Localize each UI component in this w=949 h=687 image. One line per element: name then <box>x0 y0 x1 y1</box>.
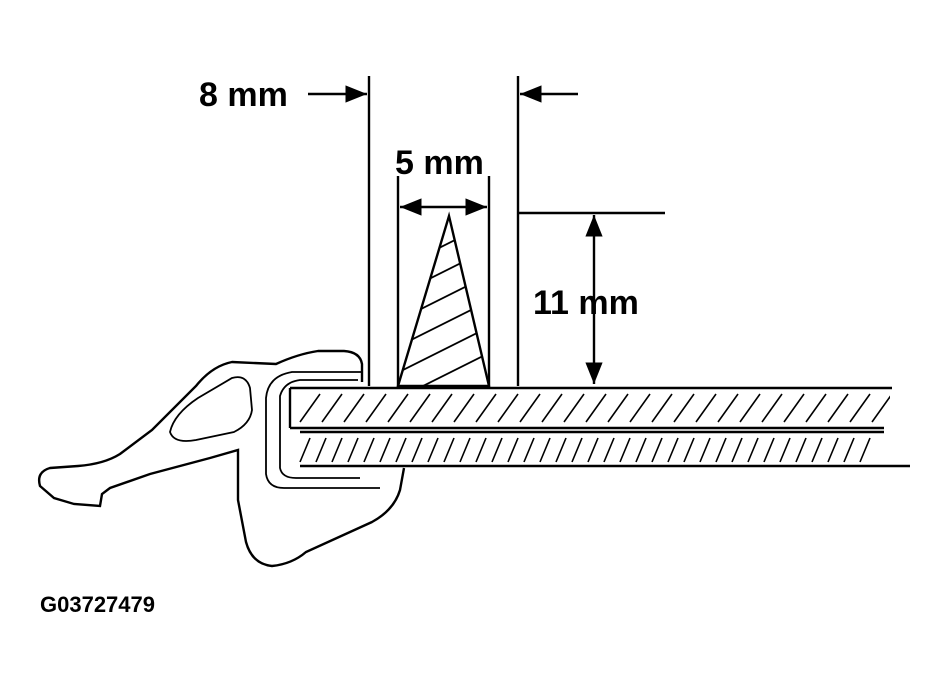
hatch-stroke <box>541 393 563 423</box>
hatch-stroke <box>795 437 807 463</box>
hatch-stroke <box>603 437 615 463</box>
hatch-stroke <box>635 437 647 463</box>
hatch-stroke <box>571 437 583 463</box>
hatch-stroke <box>699 437 711 463</box>
label-gap-width: 8 mm <box>199 76 288 114</box>
hatch-stroke <box>695 393 717 423</box>
hatch-stroke <box>491 437 503 463</box>
hatch-stroke <box>827 393 849 423</box>
hatch-stroke <box>497 393 519 423</box>
hatch-stroke <box>331 437 343 463</box>
hatch-stroke <box>731 437 743 463</box>
hatch-stroke <box>871 395 890 423</box>
hatch-stroke <box>387 393 409 423</box>
hatch-stroke <box>783 393 805 423</box>
hatch-stroke <box>427 437 439 463</box>
hatch-stroke <box>761 393 783 423</box>
hatch-stroke <box>715 437 727 463</box>
hatch-stroke <box>395 437 407 463</box>
hatch-stroke <box>321 393 343 423</box>
hatch-stroke <box>849 393 871 423</box>
hatch-stroke <box>629 393 651 423</box>
hatch-stroke <box>379 437 391 463</box>
hatch-stroke <box>315 437 327 463</box>
hatch-stroke <box>475 437 487 463</box>
dimension-lines <box>308 76 665 386</box>
hatch-stroke <box>805 393 827 423</box>
hatch-stroke <box>431 393 453 423</box>
hatch-stroke <box>779 437 791 463</box>
hatch-stroke <box>539 437 551 463</box>
glass-panel <box>288 386 910 468</box>
molding-profile <box>37 349 406 568</box>
hatch-stroke <box>651 393 673 423</box>
bead-hatch-stroke <box>398 349 489 386</box>
hatch-stroke <box>299 437 311 463</box>
hatch-stroke <box>363 437 375 463</box>
hatch-stroke <box>843 437 855 463</box>
hatch-stroke <box>607 393 629 423</box>
hatch-stroke <box>299 393 321 423</box>
panel-hatch-bottom <box>299 437 871 463</box>
hatch-stroke <box>443 437 455 463</box>
hatch-stroke <box>365 393 387 423</box>
hatch-stroke <box>673 393 695 423</box>
bead-hatch-stroke <box>398 271 489 323</box>
panel-hatch-top <box>299 393 890 423</box>
hatch-stroke <box>585 393 607 423</box>
hatch-stroke <box>619 437 631 463</box>
hatch-stroke <box>555 437 567 463</box>
hatch-stroke <box>717 393 739 423</box>
hatch-stroke <box>667 437 679 463</box>
hatch-stroke <box>651 437 663 463</box>
bead-hatch-stroke <box>398 297 489 349</box>
hatch-stroke <box>411 437 423 463</box>
hatch-stroke <box>519 393 541 423</box>
hatch-stroke <box>587 437 599 463</box>
hatch-stroke <box>343 393 365 423</box>
hatch-stroke <box>459 437 471 463</box>
hatch-stroke <box>409 393 431 423</box>
hatch-stroke <box>763 437 775 463</box>
hatch-stroke <box>523 437 535 463</box>
hatch-stroke <box>563 393 585 423</box>
bead-hatch-stroke <box>398 245 489 297</box>
hatch-stroke <box>347 437 359 463</box>
hatch-stroke <box>683 437 695 463</box>
figure-code: G03727479 <box>40 592 155 617</box>
sealant-bead <box>396 211 491 388</box>
hatch-stroke <box>475 393 497 423</box>
label-bead-height: 11 mm <box>533 284 639 322</box>
hatch-stroke <box>747 437 759 463</box>
hatch-stroke <box>859 437 871 463</box>
label-bead-base-width: 5 mm <box>395 144 484 182</box>
hatch-stroke <box>453 393 475 423</box>
hatch-stroke <box>827 437 839 463</box>
hatch-stroke <box>507 437 519 463</box>
hatch-stroke <box>811 437 823 463</box>
hatch-stroke <box>739 393 761 423</box>
